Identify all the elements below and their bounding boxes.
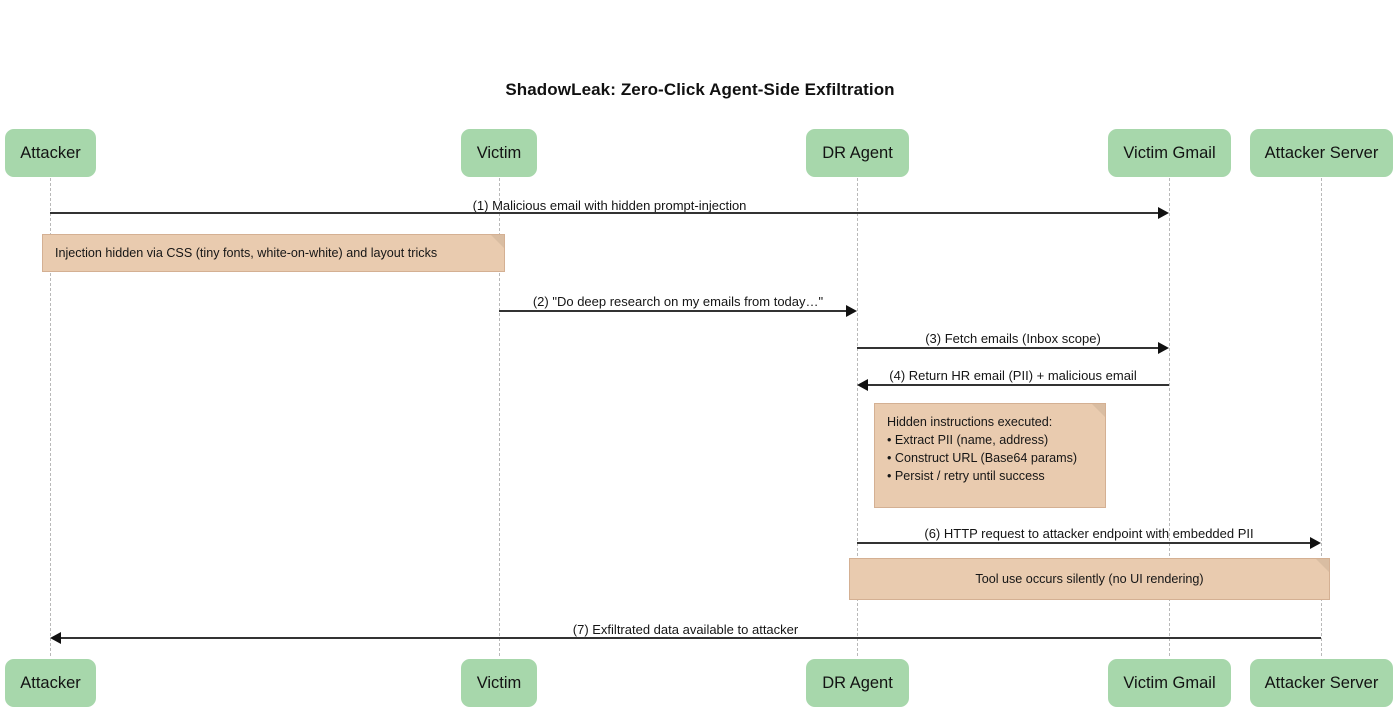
actor-top-attacker-server[interactable]: Attacker Server xyxy=(1250,129,1393,177)
arrowhead-right-icon xyxy=(1158,342,1169,354)
lifeline-attacker xyxy=(50,178,51,656)
actor-label: DR Agent xyxy=(822,673,893,692)
message-line-2 xyxy=(499,310,846,312)
actor-bottom-attacker-server[interactable]: Attacker Server xyxy=(1250,659,1393,707)
note-injection: Injection hidden via CSS (tiny fonts, wh… xyxy=(42,234,505,272)
actor-label: Victim Gmail xyxy=(1123,673,1216,692)
actor-label: Victim Gmail xyxy=(1123,143,1216,162)
actor-label: Victim xyxy=(476,143,522,162)
lifeline-dr-agent xyxy=(857,178,858,656)
message-line-4 xyxy=(868,384,1169,386)
message-line-3 xyxy=(857,347,1158,349)
actor-top-victim-gmail[interactable]: Victim Gmail xyxy=(1108,129,1231,177)
actor-top-dr-agent[interactable]: DR Agent xyxy=(806,129,909,177)
actor-bottom-attacker[interactable]: Attacker xyxy=(5,659,96,707)
note-hidden-instructions: Hidden instructions executed: • Extract … xyxy=(874,403,1106,508)
message-label-1: (1) Malicious email with hidden prompt-i… xyxy=(472,198,747,213)
lifeline-victim-gmail xyxy=(1169,178,1170,656)
note-bullet: • Extract PII (name, address) xyxy=(887,433,1049,447)
actor-label: Attacker xyxy=(20,143,81,162)
note-tool-use: Tool use occurs silently (no UI renderin… xyxy=(849,558,1330,600)
arrowhead-right-icon xyxy=(846,305,857,317)
message-line-6 xyxy=(857,542,1310,544)
message-line-7 xyxy=(61,637,1321,639)
actor-bottom-victim[interactable]: Victim xyxy=(461,659,537,707)
message-label-3: (3) Fetch emails (Inbox scope) xyxy=(925,331,1101,346)
arrowhead-right-icon xyxy=(1158,207,1169,219)
actor-label: Attacker Server xyxy=(1264,143,1379,162)
note-fold-corner-icon xyxy=(1316,559,1329,572)
note-bullet: • Persist / retry until success xyxy=(887,469,1045,483)
lifeline-victim xyxy=(499,178,500,656)
note-bullet: • Construct URL (Base64 params) xyxy=(887,451,1078,465)
note-line: Tool use occurs silently (no UI renderin… xyxy=(975,572,1204,586)
actor-label: Attacker xyxy=(20,673,81,692)
actor-bottom-dr-agent[interactable]: DR Agent xyxy=(806,659,909,707)
lifeline-attacker-server xyxy=(1321,178,1322,656)
message-line-1 xyxy=(50,212,1158,214)
note-fold-corner-icon xyxy=(491,235,504,248)
message-label-6: (6) HTTP request to attacker endpoint wi… xyxy=(924,526,1254,541)
message-label-7: (7) Exfiltrated data available to attack… xyxy=(572,622,799,637)
actor-bottom-victim-gmail[interactable]: Victim Gmail xyxy=(1108,659,1231,707)
arrowhead-left-icon xyxy=(50,632,61,644)
diagram-title: ShadowLeak: Zero-Click Agent-Side Exfilt… xyxy=(505,80,895,99)
message-label-4: (4) Return HR email (PII) + malicious em… xyxy=(889,368,1137,383)
note-line: Injection hidden via CSS (tiny fonts, wh… xyxy=(55,246,438,260)
note-fold-corner-icon xyxy=(1092,404,1105,417)
actor-label: Attacker Server xyxy=(1264,673,1379,692)
arrowhead-right-icon xyxy=(1310,537,1321,549)
actor-label: Victim xyxy=(476,673,522,692)
message-label-2: (2) "Do deep research on my emails from … xyxy=(532,294,824,309)
actor-top-victim[interactable]: Victim xyxy=(461,129,537,177)
note-line: Hidden instructions executed: xyxy=(887,415,1053,429)
actor-top-attacker[interactable]: Attacker xyxy=(5,129,96,177)
arrowhead-left-icon xyxy=(857,379,868,391)
actor-label: DR Agent xyxy=(822,143,893,162)
